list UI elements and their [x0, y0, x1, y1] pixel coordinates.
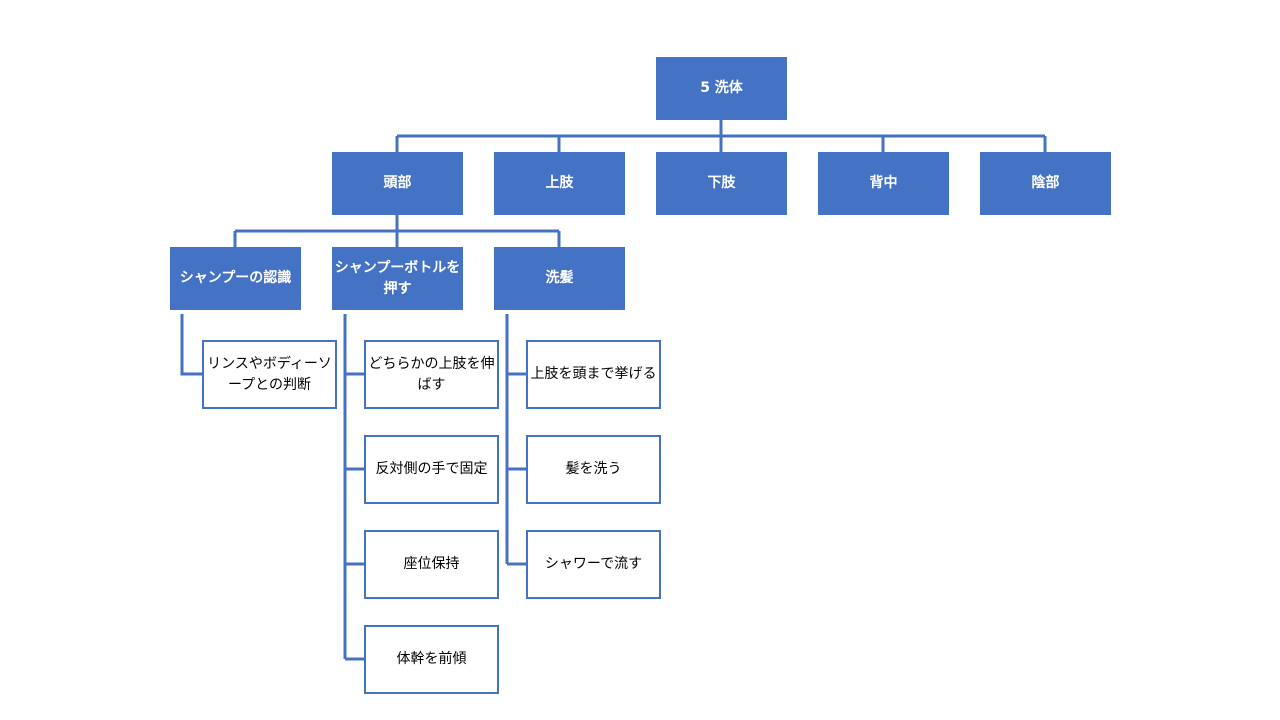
- connector-recognition-child: [180, 314, 203, 376]
- node-step-sitting-label: 座位保持: [403, 556, 460, 573]
- node-step-judge-soap: リンスやボディーソープとの判断: [202, 340, 337, 409]
- node-step-sitting: 座位保持: [364, 530, 499, 599]
- node-step-extend-limb-label: どちらかの上肢を伸ばす: [368, 356, 495, 393]
- node-step-rinse-label: シャワーで流す: [544, 556, 643, 573]
- node-step-fix-opposite-label: 反対側の手で固定: [375, 461, 488, 478]
- node-lower-limb: 下肢: [656, 152, 787, 215]
- node-step-rinse: シャワーで流す: [526, 530, 661, 599]
- node-push-bottle-label: シャンプーボトルを押す: [334, 260, 461, 297]
- node-head-label: 頭部: [383, 175, 412, 192]
- node-head: 頭部: [332, 152, 463, 215]
- node-root: 5 洗体: [656, 57, 787, 120]
- node-step-lean-forward-label: 体幹を前傾: [396, 651, 467, 668]
- node-upper-limb: 上肢: [494, 152, 625, 215]
- node-step-wash-hair-label: 髪を洗う: [565, 461, 622, 478]
- node-back: 背中: [818, 152, 949, 215]
- node-step-fix-opposite: 反対側の手で固定: [364, 435, 499, 504]
- node-genital: 陰部: [980, 152, 1111, 215]
- node-hair-wash-label: 洗髪: [545, 270, 574, 287]
- node-root-label: 5 洗体: [700, 80, 743, 97]
- node-hair-wash: 洗髪: [494, 247, 625, 310]
- node-push-bottle: シャンプーボトルを押す: [332, 247, 463, 310]
- node-step-wash-hair: 髪を洗う: [526, 435, 661, 504]
- node-lower-limb-label: 下肢: [707, 175, 736, 192]
- node-step-lean-forward: 体幹を前傾: [364, 625, 499, 694]
- node-upper-limb-label: 上肢: [545, 175, 574, 192]
- node-step-raise-arm-label: 上肢を頭まで挙げる: [530, 366, 657, 383]
- node-shampoo-recognition: シャンプーの認識: [170, 247, 301, 310]
- node-step-raise-arm: 上肢を頭まで挙げる: [526, 340, 661, 409]
- node-genital-label: 陰部: [1031, 175, 1060, 192]
- node-back-label: 背中: [869, 175, 898, 192]
- node-step-judge-soap-label: リンスやボディーソープとの判断: [207, 356, 332, 393]
- node-step-extend-limb: どちらかの上肢を伸ばす: [364, 340, 499, 409]
- node-shampoo-recognition-label: シャンプーの認識: [179, 270, 292, 287]
